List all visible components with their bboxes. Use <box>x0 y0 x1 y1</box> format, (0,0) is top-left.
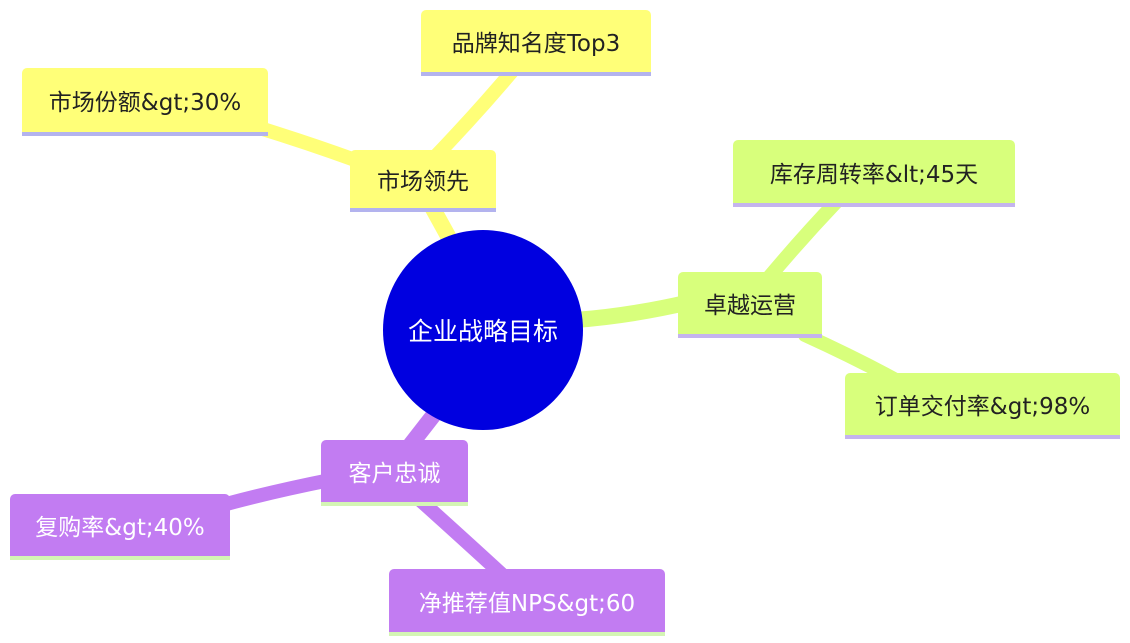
edge-root-operations <box>567 294 698 328</box>
root-node[interactable]: 企业战略目标 <box>383 230 583 430</box>
leaf-node-order-delivery[interactable]: 订单交付率&gt;98% <box>845 373 1120 439</box>
leaf-node-brand-awareness[interactable]: 品牌知名度Top3 <box>421 10 651 76</box>
leaf-node-label: 市场份额&gt;30% <box>48 90 242 116</box>
edge-loyalty-nps <box>413 493 515 587</box>
branch-node-label: 卓越运营 <box>704 293 796 319</box>
leaf-node-market-share[interactable]: 市场份额&gt;30% <box>22 68 268 136</box>
leaf-node-label: 订单交付率&gt;98% <box>874 394 1091 420</box>
branch-node-operations[interactable]: 卓越运营 <box>678 272 822 338</box>
leaf-node-label: 品牌知名度Top3 <box>451 31 621 57</box>
root-node-label: 企业战略目标 <box>407 317 558 346</box>
branch-node-label: 市场领先 <box>377 169 469 195</box>
leaf-node-label: 复购率&gt;40% <box>35 515 205 541</box>
branch-node-market[interactable]: 市场领先 <box>350 150 496 212</box>
leaf-node-nps[interactable]: 净推荐值NPS&gt;60 <box>389 569 665 636</box>
leaf-node-label: 净推荐值NPS&gt;60 <box>418 590 636 617</box>
leaf-node-repurchase-rate[interactable]: 复购率&gt;40% <box>10 494 230 560</box>
leaf-node-inventory-turnover[interactable]: 库存周转率&lt;45天 <box>733 140 1015 207</box>
edge-operations-inventory <box>758 193 845 289</box>
branch-node-label: 客户忠诚 <box>348 461 441 487</box>
edge-market-brand <box>425 55 527 167</box>
branch-node-loyalty[interactable]: 客户忠诚 <box>321 440 468 506</box>
leaf-node-label: 库存周转率&lt;45天 <box>769 161 979 188</box>
